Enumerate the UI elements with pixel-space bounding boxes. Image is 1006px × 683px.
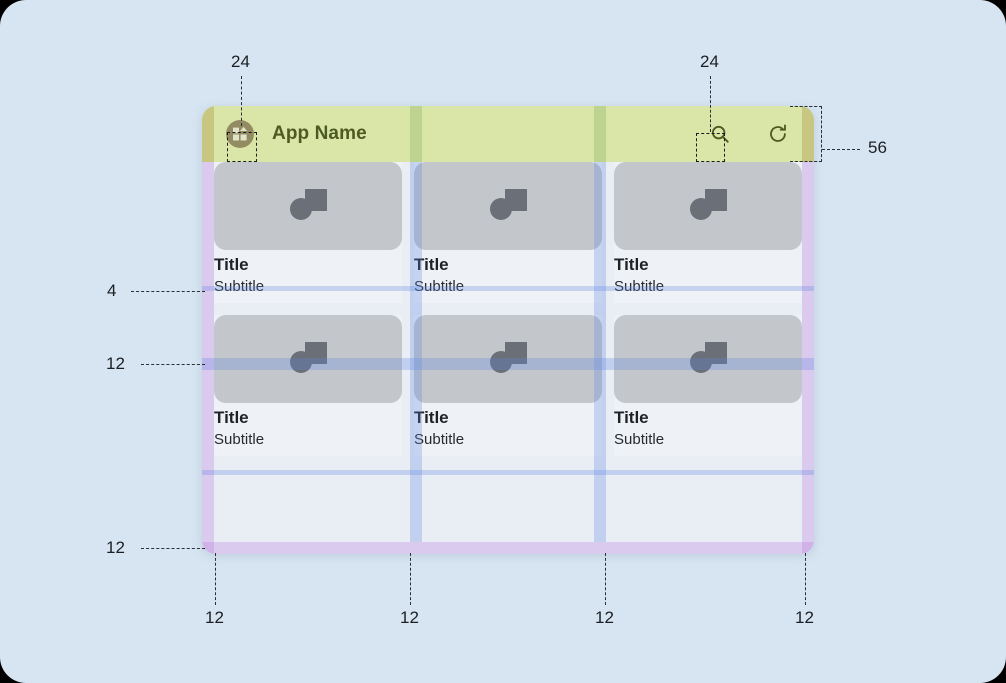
card[interactable]: Title Subtitle [214,162,402,304]
card-title: Title [614,255,649,274]
annotation-label-bottom-margin-12: 12 [106,538,125,557]
annotation-leader-title-spacing [131,291,205,292]
annotation-bracket-appbar-height-lower [790,106,822,162]
card-grid: Title Subtitle Title Subtitle [202,162,814,468]
search-icon[interactable] [708,122,732,146]
image-placeholder-icon [490,342,527,374]
card-subtitle: Subtitle [614,431,665,449]
app-bar-leading: App Name [226,120,367,148]
annotation-label-top-right-24: 24 [700,52,719,71]
annotation-label-bottom-12-b: 12 [400,608,419,627]
device-frame: App Name [202,106,814,554]
card-title: Title [214,408,249,428]
card-title: Title [614,408,649,428]
card-text: Title Subtitle [214,250,402,303]
margin-overlay-bottom [202,542,814,554]
card-thumbnail [214,162,402,250]
annotation-label-row-gap-12: 12 [106,354,125,373]
annotation-leader-appbar-height [822,149,860,150]
card[interactable]: Title Subtitle [414,162,602,304]
app-bar-actions [708,106,790,162]
annotation-leader-bottom-margin [141,548,205,549]
annotation-leader-bottom-2 [410,553,411,605]
annotation-leader-top-right [710,76,711,132]
card-thumbnail [614,162,802,250]
annotation-label-bottom-12-a: 12 [205,608,224,627]
card[interactable]: Title Subtitle [614,162,802,304]
image-placeholder-icon [690,189,727,220]
annotation-leader-row-gap [141,364,205,365]
card[interactable]: Title Subtitle [214,315,402,457]
annotation-label-bottom-12-c: 12 [595,608,614,627]
card[interactable]: Title Subtitle [614,315,802,457]
card-subtitle: Subtitle [614,278,665,296]
card-thumbnail [614,315,802,404]
app-bar: App Name [202,106,814,162]
card-subtitle: Subtitle [214,278,265,296]
card-subtitle: Subtitle [214,431,265,449]
card-text: Title Subtitle [214,403,402,456]
annotation-box-app-logo [227,132,257,162]
card[interactable]: Title Subtitle [414,315,602,457]
refresh-icon[interactable] [766,122,790,146]
card-text: Title Subtitle [414,403,602,456]
spacing-overlay-title-row2 [202,470,814,475]
annotation-box-search-icon [696,133,725,162]
card-title: Title [214,255,249,274]
image-placeholder-icon [290,189,327,220]
annotation-leader-bottom-3 [605,553,606,605]
app-title: App Name [272,123,367,144]
annotation-label-title-spacing-4: 4 [107,281,117,300]
card-row: Title Subtitle Title Subtitle [214,315,802,457]
annotation-leader-bottom-1 [215,553,216,605]
card-subtitle: Subtitle [414,278,465,296]
card-thumbnail [414,315,602,404]
card-title: Title [414,255,449,274]
card-thumbnail [414,162,602,250]
image-placeholder-icon [490,189,527,220]
annotation-label-appbar-height-56: 56 [868,138,887,157]
annotation-leader-top-left [241,76,242,126]
card-thumbnail [214,315,402,404]
image-placeholder-icon [290,342,327,374]
card-title: Title [414,408,449,428]
image-placeholder-icon [690,342,727,374]
card-subtitle: Subtitle [414,431,465,449]
annotation-label-bottom-12-d: 12 [795,608,814,627]
annotation-label-top-left-24: 24 [231,52,250,71]
card-text: Title Subtitle [614,250,802,303]
card-row: Title Subtitle Title Subtitle [214,162,802,304]
app-logo-icon[interactable] [226,120,254,148]
card-text: Title Subtitle [614,403,802,456]
card-text: Title Subtitle [414,250,602,303]
annotation-leader-bottom-4 [805,553,806,605]
